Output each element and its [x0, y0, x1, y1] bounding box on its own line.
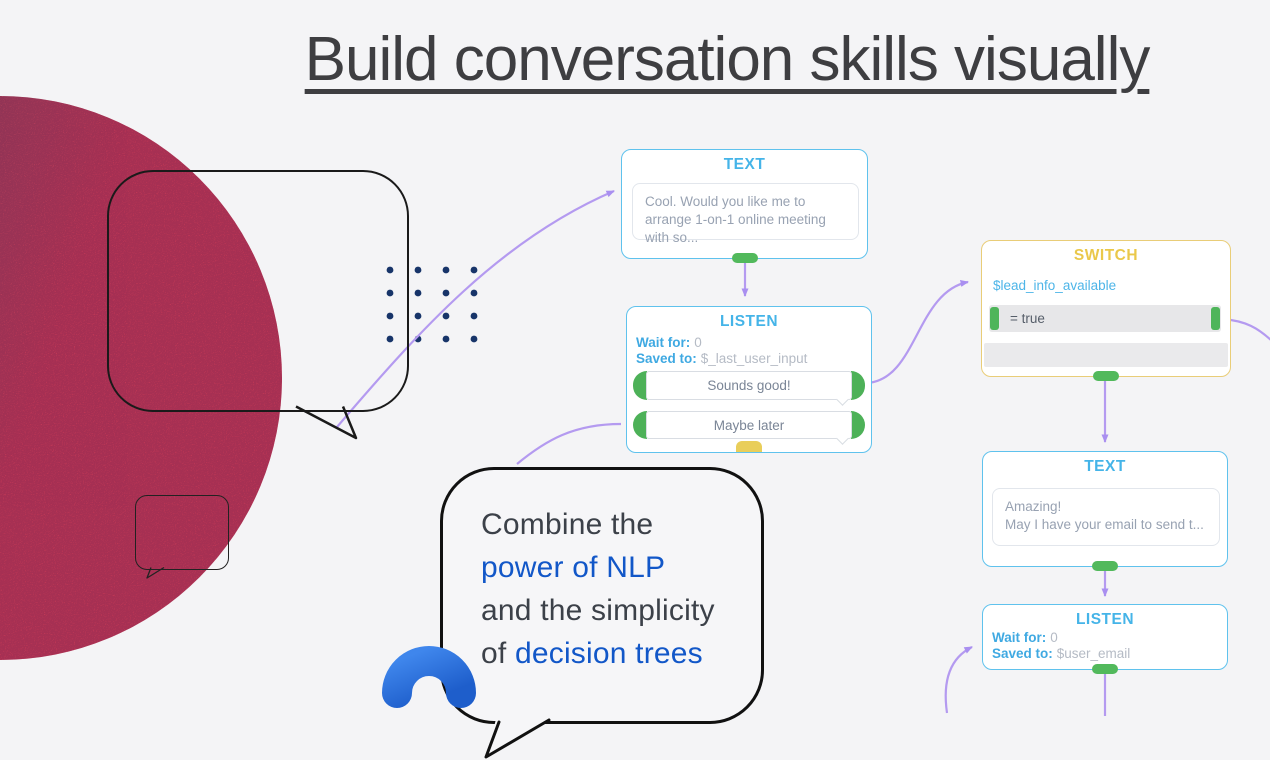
- option-connector-left[interactable]: [633, 411, 647, 439]
- switch-case-true[interactable]: = true: [989, 305, 1221, 332]
- outline-speech-bubble-small: [135, 495, 229, 570]
- option-row-sounds-good[interactable]: Sounds good!: [633, 371, 865, 406]
- case-connector-right[interactable]: [1211, 307, 1220, 330]
- switch-variable: $lead_info_available: [993, 278, 1117, 293]
- option-label: Sounds good!: [646, 371, 852, 400]
- output-connector[interactable]: [731, 253, 758, 263]
- message-box[interactable]: Amazing! May I have your email to send t…: [992, 488, 1220, 546]
- node-title: LISTEN: [719, 313, 779, 330]
- option-connector-left[interactable]: [633, 371, 647, 400]
- case-connector-left[interactable]: [990, 307, 999, 330]
- speech-line-1: Combine the: [481, 508, 654, 541]
- flow-node-switch[interactable]: SWITCH $lead_info_available = true: [981, 240, 1231, 381]
- flow-node-listen-1[interactable]: LISTEN Wait for:0 Saved to:$_last_user_i…: [626, 306, 872, 453]
- speech-line-2: power of NLP: [481, 551, 666, 584]
- flow-node-listen-2[interactable]: LISTEN Wait for:0 Saved to:$user_email: [982, 604, 1228, 674]
- option-label: Maybe later: [646, 411, 852, 439]
- flow-node-text-1[interactable]: TEXT Cool. Would you like me to arrange …: [621, 149, 868, 263]
- speech-bubble-tail-fill: [486, 719, 552, 759]
- message-box[interactable]: Cool. Would you like me to arrange 1-on-…: [632, 183, 859, 245]
- speech-bubble-text: Combine the power of NLP and the simplic…: [481, 503, 715, 675]
- fallback-connector[interactable]: [736, 441, 762, 452]
- node-title: SWITCH: [1073, 247, 1139, 264]
- connector-maybe-later-out: [516, 422, 622, 465]
- wait-for-row: Wait for:0: [992, 630, 1058, 645]
- node-title: TEXT: [723, 156, 766, 173]
- message-line-1: Amazing!: [1005, 499, 1062, 514]
- output-connector[interactable]: [1092, 561, 1118, 571]
- saved-to-row: Saved to:$_last_user_input: [636, 351, 808, 366]
- switch-default-row[interactable]: [984, 343, 1228, 367]
- node-title: TEXT: [1084, 458, 1126, 475]
- speech-line-3: and the simplicity: [481, 594, 715, 627]
- wait-for-row: Wait for:0: [636, 335, 702, 350]
- case-label: = true: [1010, 311, 1045, 326]
- speech-bubble-callout: Combine the power of NLP and the simplic…: [440, 467, 764, 724]
- speech-line-4: of decision trees: [481, 637, 703, 670]
- outline-speech-bubble-large: [107, 170, 409, 412]
- node-title: LISTEN: [1075, 611, 1135, 628]
- option-row-maybe-later[interactable]: Maybe later: [633, 411, 865, 445]
- option-connector-right[interactable]: [851, 371, 865, 400]
- option-connector-right[interactable]: [851, 411, 865, 439]
- speech-bubble-tail-outline: [484, 718, 551, 759]
- message-line-2: May I have your email to send t...: [1005, 517, 1204, 532]
- saved-to-row: Saved to:$user_email: [992, 646, 1131, 661]
- connector-in-listen2: [944, 646, 973, 714]
- flow-node-text-2[interactable]: TEXT Amazing! May I have your email to s…: [982, 451, 1228, 571]
- connector-listen1-to-switch: [866, 279, 969, 385]
- output-connector[interactable]: [1093, 371, 1119, 381]
- page-title: Build conversation skills visually: [304, 25, 1151, 94]
- output-connector[interactable]: [1092, 664, 1118, 674]
